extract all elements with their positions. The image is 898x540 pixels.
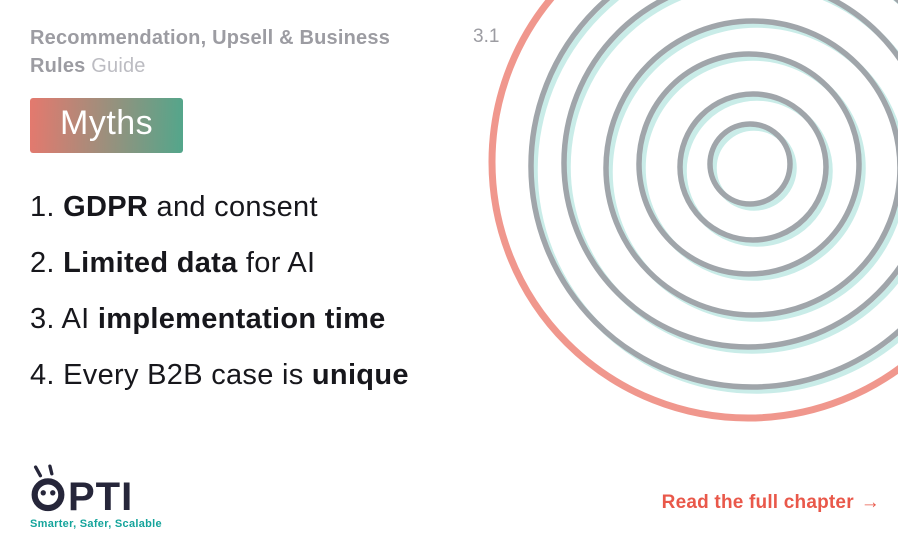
myth-item-2: 2. Limited data for AI [30, 246, 409, 280]
arrow-right-icon: → [860, 492, 880, 513]
myths-list: 1. GDPR and consent 2. Limited data for … [30, 190, 409, 414]
logo-tagline: Smarter, Safer, Scalable [30, 518, 162, 530]
section-number: 3.1 [473, 26, 500, 47]
robot-o-icon [31, 464, 65, 512]
header: Recommendation, Upsell & Business Rules … [30, 24, 499, 81]
myth-item-1: 1. GDPR and consent [30, 190, 409, 224]
myth-1-post: and consent [148, 191, 318, 223]
myth-4-pre: 4. Every B2B case is [30, 359, 312, 391]
doc-title-line2-strong: Rules [30, 55, 86, 78]
opti-logo-row: PTI [28, 464, 162, 519]
doc-title: Recommendation, Upsell & Business Rules … [30, 24, 446, 81]
read-chapter-link[interactable]: Read the full chapter → [662, 492, 880, 514]
opti-logo: PTI Smarter, Safer, Scalable [28, 464, 162, 530]
myth-2-pre: 2. [30, 247, 64, 279]
coral-outer-circle [488, 0, 898, 422]
myth-2-post: for AI [237, 247, 316, 279]
myth-item-3: 3. AI implementation time [30, 302, 409, 336]
myth-4-bold: unique [311, 359, 409, 391]
myth-3-bold: implementation time [97, 303, 386, 335]
logo-text: PTI [68, 475, 134, 519]
myth-item-4: 4. Every B2B case is unique [30, 358, 409, 392]
myth-1-bold: GDPR [63, 191, 149, 223]
teal-accent-circles [532, 0, 898, 394]
myth-3-pre: 3. AI [30, 303, 98, 335]
myths-badge: Myths [30, 98, 184, 153]
myth-2-bold: Limited data [63, 247, 238, 279]
read-chapter-label: Read the full chapter [661, 492, 854, 513]
doc-title-line2-light: Guide [91, 55, 146, 78]
gray-inner-circles [528, 0, 898, 390]
myth-1-pre: 1. [30, 191, 64, 223]
doc-title-line1: Recommendation, Upsell & Business [30, 27, 391, 49]
